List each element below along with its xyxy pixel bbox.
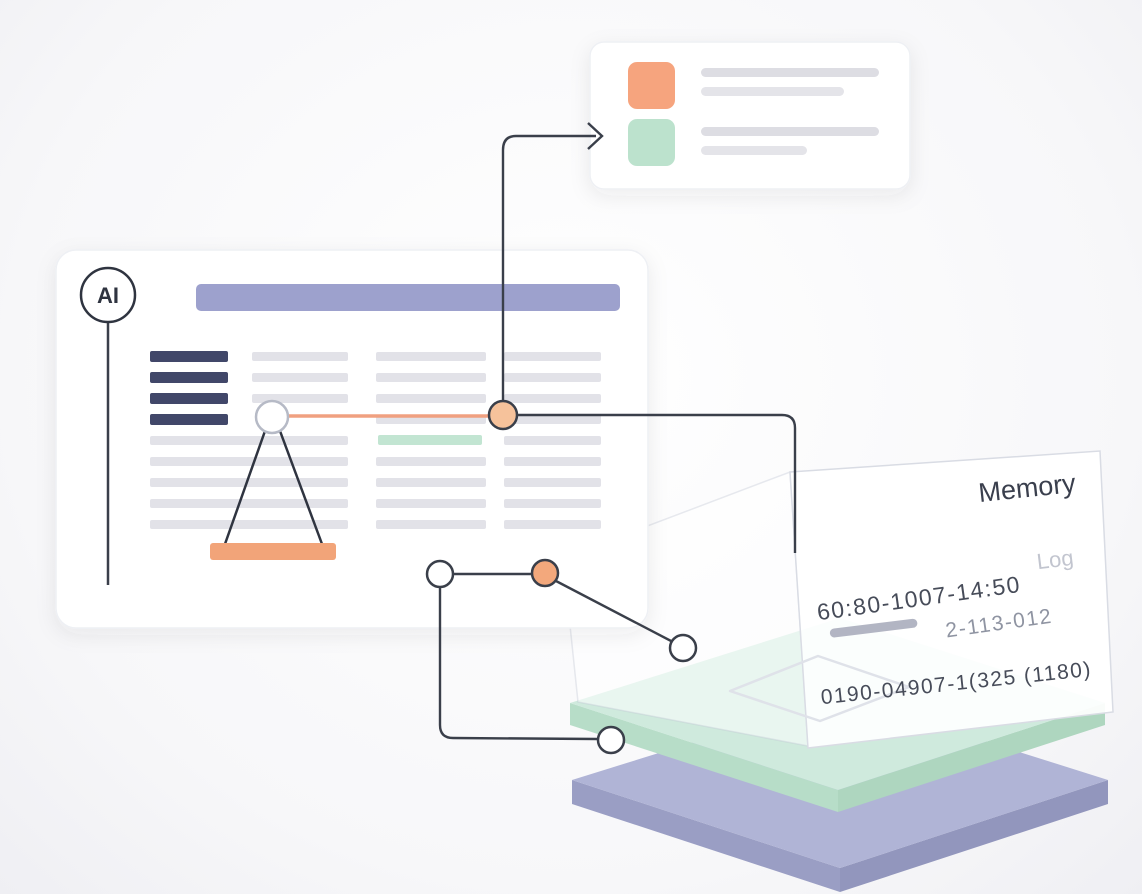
purple-slab-side-right	[840, 780, 1108, 892]
arrowhead-icon	[587, 122, 604, 150]
connectors	[438, 122, 797, 741]
main-panel	[55, 249, 649, 629]
highlighted-green-row	[378, 435, 482, 445]
ai-label: AI	[97, 283, 119, 308]
legend-line	[701, 127, 879, 136]
scale-leg-left	[223, 430, 267, 545]
mint-slab-side-left	[570, 703, 838, 812]
panel-header-bar	[196, 284, 620, 311]
ai-badge-circle	[79, 266, 137, 324]
flow-nodes	[425, 399, 698, 755]
memory-stack: Memory Log 60:80-1007-14:50 2-113-012 01…	[562, 450, 1114, 892]
legend-swatch-mint	[628, 119, 675, 166]
scale-pivot-node	[254, 399, 290, 435]
memory-progress-bar	[829, 618, 918, 638]
connector-node-b-e	[438, 588, 598, 741]
purple-slab-side-left	[572, 780, 840, 892]
flow-node-white-b	[425, 559, 455, 589]
flow-node-white-e	[596, 725, 626, 755]
sidebar-skeleton-bars	[150, 351, 228, 425]
tray-outline-icon	[728, 654, 911, 723]
flow-node-white-d	[668, 633, 698, 663]
scale-base	[210, 543, 336, 560]
flow-node-orange-c	[530, 558, 560, 588]
flow-node-orange-a	[487, 399, 519, 431]
legend-card	[589, 41, 911, 190]
legend-line	[701, 68, 879, 77]
balance-scale-icon	[210, 399, 336, 560]
table-skeleton	[150, 351, 601, 529]
legend-line	[701, 87, 844, 96]
connector-to-legend	[501, 134, 596, 400]
connector-node-c-d	[555, 579, 674, 644]
log-label: Log	[1035, 545, 1074, 574]
scale-leg-right	[278, 430, 324, 545]
legend-line	[701, 146, 807, 155]
legend-swatch-orange	[628, 62, 675, 109]
mint-slab-side-right	[838, 703, 1105, 812]
main-panel-card	[55, 249, 649, 629]
connector-to-memory	[517, 413, 797, 553]
ai-badge: AI	[79, 266, 137, 585]
